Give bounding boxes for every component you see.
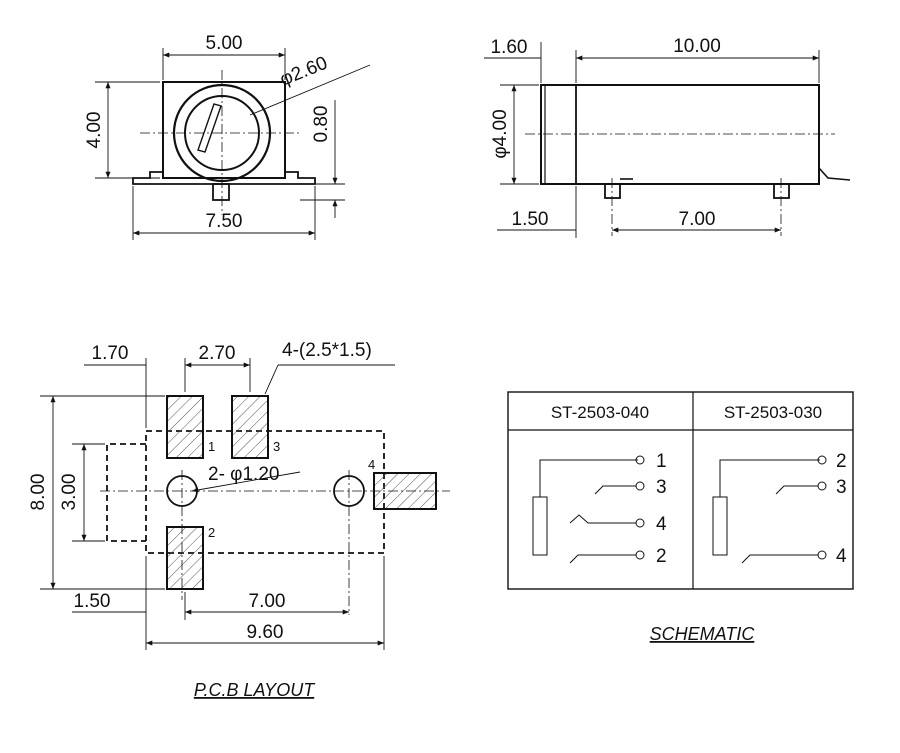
pcb-dim-270: 2.70: [199, 343, 236, 364]
pcb-dim-960: 9.60: [247, 622, 284, 643]
side-body: [540, 84, 820, 185]
schematic-a-pin-4: 4: [656, 514, 667, 535]
side-view: [484, 42, 851, 238]
schematic-b-pin-3: 3: [836, 477, 847, 498]
front-contact: [197, 103, 222, 153]
front-height-dim: 4.00: [84, 112, 105, 149]
schematic-a-pin-2: 2: [656, 546, 667, 567]
pad-1: [166, 395, 204, 459]
schematic-b-pin-2: 2: [836, 451, 847, 472]
side-diameter-dim: φ4.00: [490, 109, 511, 158]
pad-label-1: 1: [208, 439, 215, 454]
pcb-layout: [40, 358, 450, 650]
pad-label-4: 4: [368, 457, 375, 472]
side-cap-dim: 1.60: [491, 37, 528, 58]
pad-3: [231, 395, 269, 459]
side-post-offset-dim: 1.50: [512, 209, 549, 230]
front-pin: [212, 183, 230, 201]
side-post-left: [604, 183, 621, 199]
schematic: [507, 391, 854, 590]
side-post-right: [773, 183, 790, 199]
pcb-dim-800: 8.00: [28, 474, 49, 511]
pad-2: [166, 526, 204, 590]
pcb-hole-note: 2- φ1.20: [208, 464, 279, 485]
schematic-b-drawing: [712, 455, 827, 564]
side-length-dim: 10.00: [673, 36, 721, 57]
pcb-pad-note: 4-(2.5*1.5): [282, 340, 372, 361]
front-view: [95, 48, 371, 240]
pcb-dim-300: 3.00: [59, 474, 80, 511]
pcb-dim-170: 1.70: [92, 343, 129, 364]
schematic-header-b: ST-2503-030: [724, 403, 822, 422]
pcb-dim-700: 7.00: [249, 591, 286, 612]
front-body: [162, 81, 286, 179]
front-width-dim: 5.00: [206, 33, 243, 54]
front-offset-dim: 0.80: [311, 106, 332, 143]
schematic-a-pin-3: 3: [656, 477, 667, 498]
pcb-dim-150: 1.50: [74, 591, 111, 612]
schematic-caption: SCHEMATIC: [650, 624, 756, 644]
schematic-table: [507, 391, 854, 590]
front-base-width-dim: 7.50: [206, 211, 243, 232]
pad-label-2: 2: [208, 525, 215, 540]
side-post-pitch-dim: 7.00: [679, 209, 716, 230]
schematic-header-a: ST-2503-040: [551, 403, 649, 422]
pcb-outline-cap: [106, 443, 146, 542]
pcb-caption: P.C.B LAYOUT: [194, 680, 316, 700]
schematic-a-pin-1: 1: [656, 451, 667, 472]
schematic-a-drawing: [532, 455, 645, 564]
schematic-b-pin-4: 4: [836, 546, 847, 567]
side-lead: [818, 167, 851, 181]
pad-label-3: 3: [273, 439, 280, 454]
